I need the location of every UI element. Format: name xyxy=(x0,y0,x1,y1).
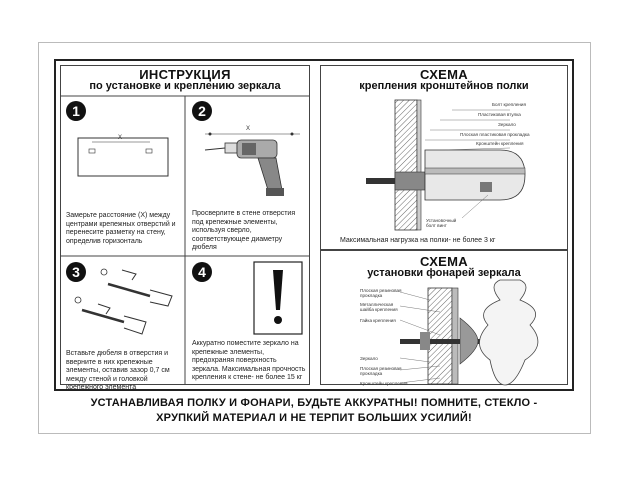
lamp-label-rubber-gasket-top: Плоская резиновая прокладка xyxy=(360,288,402,298)
outer-frame xyxy=(54,59,574,391)
step-4-text: Аккуратно поместите зеркало на крепежные… xyxy=(192,340,306,382)
shelf-label-bolt: Болт крепления xyxy=(492,102,526,107)
shelf-label-set-screw: Установочный болт винт xyxy=(426,218,457,228)
shelf-scheme-title: СХЕМА xyxy=(420,67,468,82)
instruction-title: ИНСТРУКЦИЯ xyxy=(139,67,231,82)
shelf-label-bracket: Кронштейн крепления xyxy=(476,141,524,146)
warning-line-2: ХРУПКИЙ МАТЕРИАЛ И НЕ ТЕРПИТ БОЛЬШИХ УСИ… xyxy=(156,412,472,424)
lamp-scheme-subtitle: установки фонарей зеркала xyxy=(367,267,521,279)
lamp-label-rubber-gasket-bottom: Плоская резиновая прокладка xyxy=(360,366,402,376)
warning-line-1: УСТАНАВЛИВАЯ ПОЛКУ И ФОНАРИ, БУДЬТЕ АККУ… xyxy=(90,397,538,409)
lamp-label-mirror: Зеркало xyxy=(360,356,378,361)
instruction-subtitle: по установке и креплению зеркала xyxy=(89,80,281,92)
shelf-load-note: Максимальная нагрузка на полки- не более… xyxy=(340,237,496,244)
step-4-badge: 4 xyxy=(192,262,212,282)
shelf-label-gasket: Плоская пластиковая прокладка xyxy=(460,132,530,137)
step-2-x-mark: X xyxy=(246,126,251,132)
step-1-text: Замерьте расстояние (X) между центрами к… xyxy=(66,212,176,245)
lamp-label-washer: Металлическая шайба крепления xyxy=(360,302,398,312)
step-1-x-mark: X xyxy=(118,135,123,141)
lamp-label-bracket: Кронштейн крепления xyxy=(360,381,408,386)
shelf-label-mirror: Зеркало xyxy=(498,122,516,127)
shelf-scheme-subtitle: крепления кронштейнов полки xyxy=(359,80,529,92)
shelf-label-sleeve: Пластиковая втулка xyxy=(478,112,521,117)
step-1-badge: 1 xyxy=(66,101,86,121)
step-2-text: Просверлите в стене отверстия под крепеж… xyxy=(192,210,296,252)
step-2-badge: 2 xyxy=(192,101,212,121)
shelf-scheme-panel xyxy=(320,65,568,250)
step-3-badge: 3 xyxy=(66,262,86,282)
step-3-text: Вставьте дюбеля в отверстия и вверните в… xyxy=(66,350,170,392)
lamp-label-nut: Гайка крепления xyxy=(360,318,396,323)
lamp-scheme-title: СХЕМА xyxy=(420,254,468,269)
lamp-scheme-panel xyxy=(320,250,568,385)
